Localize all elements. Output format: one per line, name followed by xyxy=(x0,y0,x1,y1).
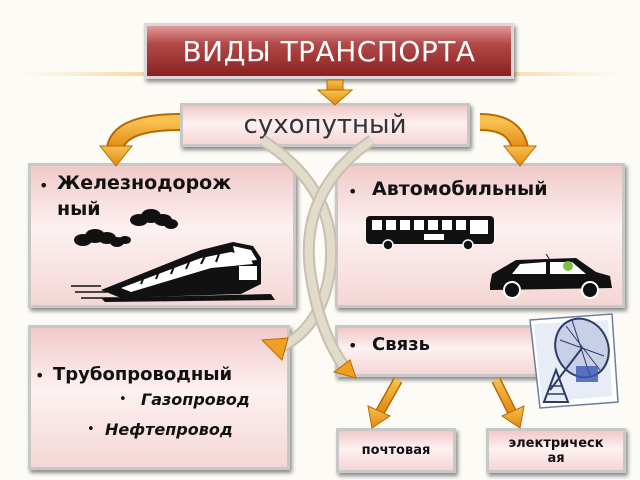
auto-box: • Автомобильный xyxy=(335,163,625,308)
electric-label-line1: электрическ xyxy=(508,435,604,451)
arrow-cross-right xyxy=(302,135,376,379)
title-box: ВИДЫ ТРАНСПОРТА xyxy=(144,23,514,79)
pipeline-label: Трубопроводный xyxy=(53,364,233,385)
gas-pipeline-label: Газопровод xyxy=(141,390,250,409)
railway-label-line1: Железнодорож xyxy=(57,172,232,194)
page-title: ВИДЫ ТРАНСПОРТА xyxy=(182,34,476,68)
arrow-cross-left xyxy=(258,134,338,361)
bullet-icon: • xyxy=(348,182,358,201)
arrow-to-electric xyxy=(491,377,525,429)
pipeline-box: • Трубопроводный • Газопровод • Нефтепро… xyxy=(28,325,290,470)
electric-label: электрическ ая xyxy=(489,431,623,470)
car-icon xyxy=(490,254,612,299)
land-box: сухопутный xyxy=(180,103,470,147)
electric-label-line2: ая xyxy=(547,450,565,466)
bullet-icon: • xyxy=(348,336,358,355)
mail-label: почтовая xyxy=(361,443,431,458)
railway-box: • Железнодорож ный xyxy=(28,163,296,308)
railway-label-line2: ный xyxy=(57,198,101,220)
communication-label: Связь xyxy=(372,334,430,355)
oil-pipeline-label: Нефтепровод xyxy=(105,420,233,439)
bullet-icon: • xyxy=(119,392,127,407)
bullet-icon: • xyxy=(35,366,45,385)
subtitle: сухопутный xyxy=(243,110,407,140)
electric-box: электрическ ая xyxy=(486,428,626,473)
train-icon xyxy=(71,209,275,302)
arrow-curve-right xyxy=(479,113,538,167)
bullet-icon: • xyxy=(87,422,95,437)
satellite-dish-icon xyxy=(529,313,619,409)
mail-box: почтовая xyxy=(336,428,456,473)
arrow-down-title xyxy=(316,79,354,106)
auto-label: Автомобильный xyxy=(372,178,548,200)
bus-icon xyxy=(366,216,494,251)
arrow-curve-left xyxy=(98,113,181,167)
arrow-to-mail xyxy=(367,377,403,429)
communication-box: • Связь xyxy=(335,325,550,377)
bullet-icon: • xyxy=(39,176,49,195)
